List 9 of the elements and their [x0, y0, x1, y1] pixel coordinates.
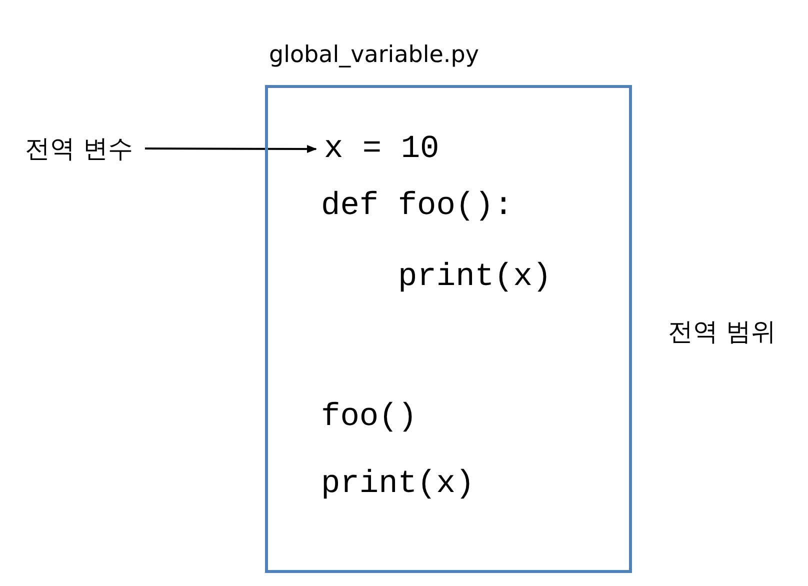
arrow	[144, 144, 317, 153]
code-line: x = 10	[324, 133, 440, 165]
code-line: print(x)	[321, 468, 475, 500]
code-line: print(x)	[398, 261, 552, 293]
code-line: def foo():	[321, 190, 514, 222]
file-name: global_variable.py	[269, 41, 479, 70]
variable-label: 전역 변수	[25, 136, 133, 161]
code-line: foo()	[321, 401, 418, 433]
scope-label: 전역 범위	[668, 316, 776, 348]
